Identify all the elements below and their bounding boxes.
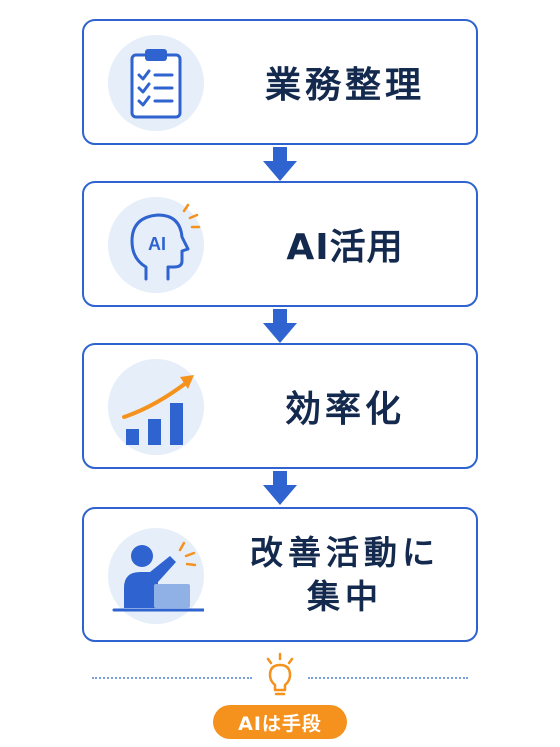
dotted-divider-left <box>92 677 252 679</box>
step-label-line-2: 集中 <box>307 576 383 616</box>
step-label-efficiency: 効率化 <box>284 389 405 430</box>
step-box-improvement-focus: 改善活動に 集中 <box>82 507 478 642</box>
step-label-business-organization: 業務整理 <box>264 65 425 106</box>
growth-icon-circle <box>108 359 204 455</box>
step-box-ai-utilization: AI AI活用 <box>82 181 478 307</box>
person-at-laptop-icon <box>112 541 204 612</box>
lightbulb-icon <box>266 652 294 696</box>
ai-is-a-means-badge: AIは手段 <box>213 705 347 739</box>
dotted-divider-right <box>308 677 468 679</box>
ai-head-icon-circle: AI <box>108 197 204 293</box>
svg-text:AI: AI <box>148 234 166 254</box>
growth-bar-chart-icon <box>122 375 194 445</box>
step-box-efficiency: 効率化 <box>82 343 478 469</box>
person-icon-circle <box>108 528 204 624</box>
ai-head-icon: AI <box>130 203 201 281</box>
down-arrow-icon <box>263 471 297 505</box>
step-label-improvement-focus: 改善活動に 集中 <box>224 509 466 640</box>
step-label-line-1: 改善活動に <box>250 532 440 572</box>
step-label-ai-utilization: AI活用 <box>286 227 404 268</box>
clipboard-checklist-icon <box>130 49 182 119</box>
step-box-business-organization: 業務整理 <box>82 19 478 145</box>
down-arrow-icon <box>263 309 297 343</box>
clipboard-icon-circle <box>108 35 204 131</box>
down-arrow-icon <box>263 147 297 181</box>
